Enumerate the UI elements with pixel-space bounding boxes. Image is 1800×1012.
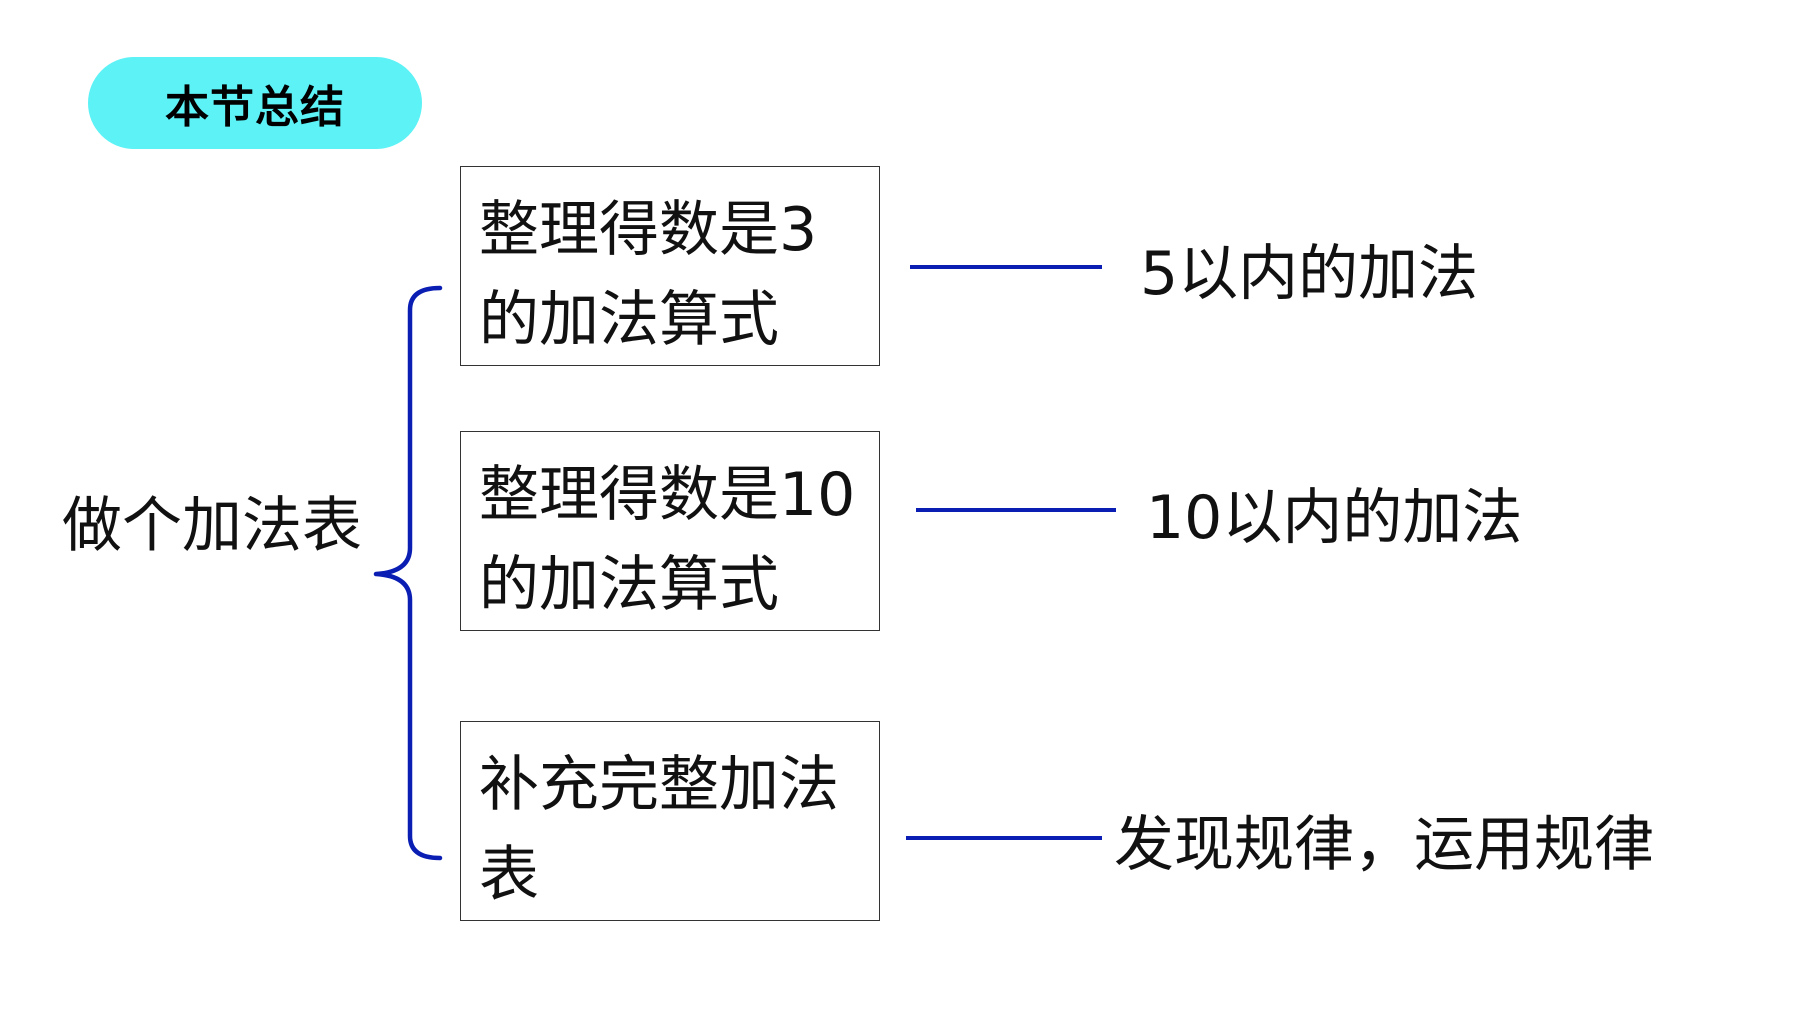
branch-box-1: 整理得数是3 的加法算式 <box>460 166 880 366</box>
branch-result-1: 5以内的加法 <box>1140 239 1479 309</box>
branch-box-3-line-1: 补充完整加法 <box>479 750 839 820</box>
branch-box-1-line-1: 整理得数是3 <box>479 195 818 265</box>
connector-1 <box>910 265 1102 269</box>
branch-result-2: 10以内的加法 <box>1146 483 1523 553</box>
root-label: 做个加法表 <box>62 491 362 561</box>
branch-result-3: 发现规律，运用规律 <box>1114 810 1654 880</box>
branch-box-1-line-2: 的加法算式 <box>479 285 779 355</box>
branch-box-2-line-1: 整理得数是10 <box>479 460 856 530</box>
branch-box-3: 补充完整加法 表 <box>460 721 880 921</box>
curly-brace-path <box>373 285 443 861</box>
branch-box-2: 整理得数是10 的加法算式 <box>460 431 880 631</box>
branch-box-2-line-2: 的加法算式 <box>479 550 779 620</box>
section-title-pill: 本节总结 <box>88 57 422 149</box>
connector-3 <box>906 836 1102 840</box>
connector-2 <box>916 508 1116 512</box>
branch-box-3-line-2: 表 <box>479 840 539 910</box>
section-title: 本节总结 <box>165 82 345 133</box>
